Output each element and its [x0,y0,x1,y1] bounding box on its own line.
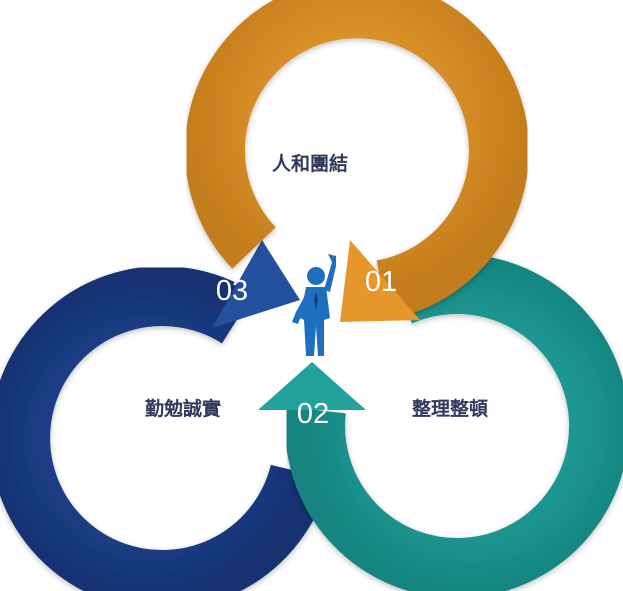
ring-03 [0,240,330,591]
ring-01-arrowhead [340,240,420,322]
step-number-01: 01 [365,266,397,298]
ring-01-arc [184,0,529,320]
ring-02 [258,254,623,591]
ring-01 [184,0,529,322]
step-label-03: 勤勉誠實 [145,397,221,420]
step-number-02: 02 [297,398,329,430]
step-label-01: 人和團結 [272,152,348,175]
step-number-03: 03 [216,275,248,307]
ring-02-arrowhead [258,362,366,410]
cheering-person-icon [292,254,336,356]
step-label-02: 整理整頓 [412,397,488,420]
ring-02-arc [285,254,623,591]
ring-03-arc [0,266,330,591]
ring-03-arrowhead [212,240,300,328]
